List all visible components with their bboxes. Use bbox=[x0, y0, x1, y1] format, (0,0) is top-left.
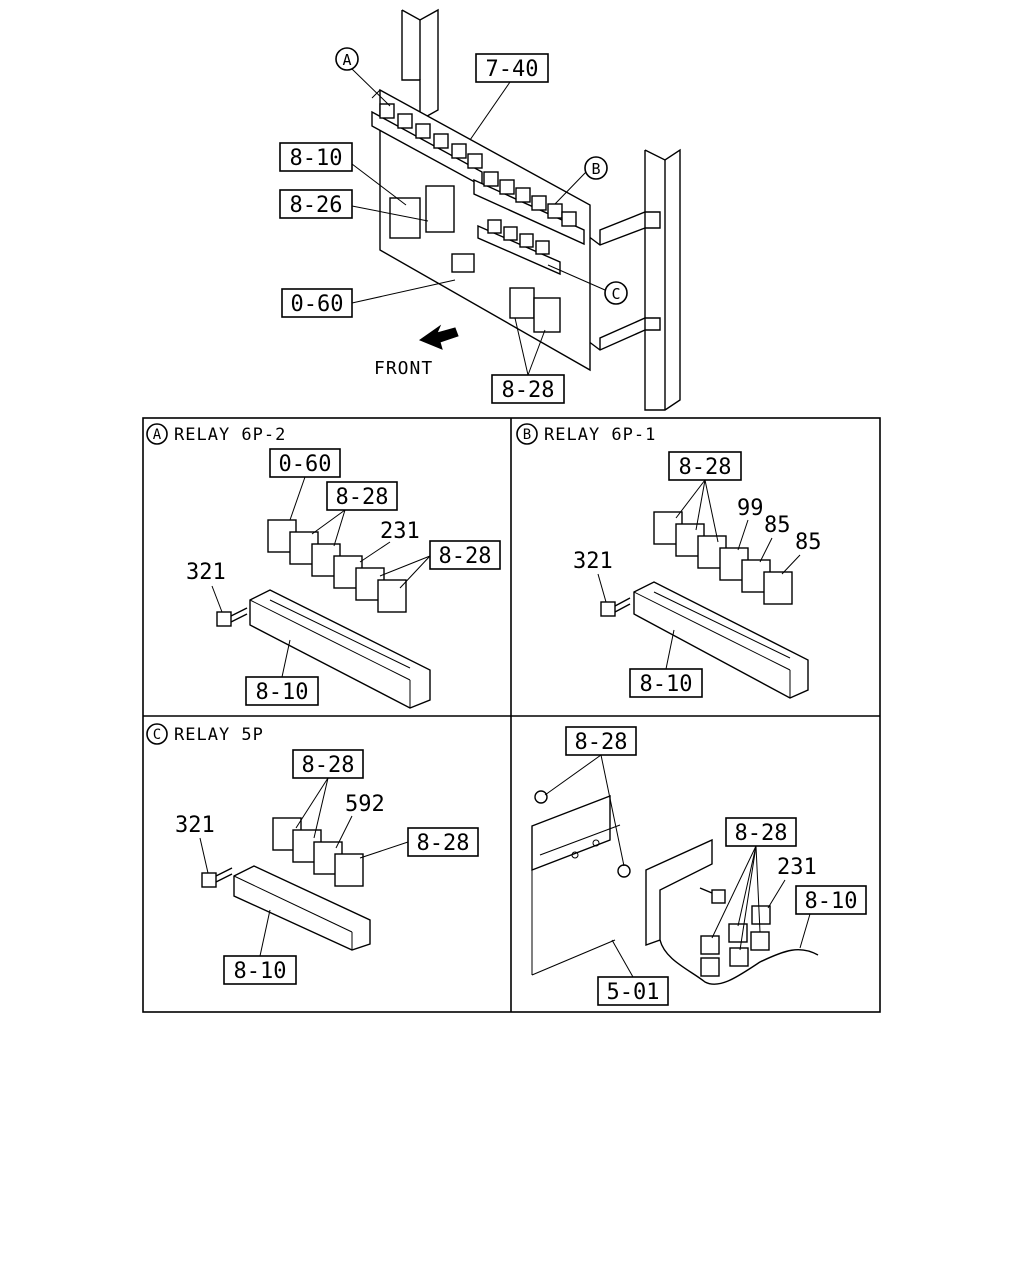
overview-relay-pair bbox=[509, 287, 535, 319]
ref-box-8-10 bbox=[279, 142, 353, 172]
panel-a-marker bbox=[146, 423, 168, 445]
panel-a-relays bbox=[267, 519, 407, 613]
panel-c-ref-8-10: 8-10 bbox=[234, 959, 287, 984]
panel-d-ref-box-8-10 bbox=[795, 885, 867, 915]
detail-panel-grid bbox=[142, 417, 881, 1013]
panel-c-title: RELAY 5P bbox=[174, 725, 264, 745]
overview-relay-pair bbox=[533, 297, 561, 333]
panel-d-ref-box-8-28-mid bbox=[725, 817, 797, 847]
panel-d-bracket bbox=[531, 794, 611, 872]
panel-a-num-321: 321 bbox=[186, 560, 226, 585]
callout-c-label: C bbox=[611, 285, 620, 303]
panel-d: 8-28 8-28 231 8-10 5-01 bbox=[531, 726, 867, 1006]
callout-a-label: A bbox=[342, 51, 351, 69]
panel-b-relays bbox=[653, 511, 793, 605]
panel-b-ref-8-28: 8-28 bbox=[679, 455, 732, 480]
panel-d-nut-icon bbox=[617, 864, 631, 878]
panel-b-num-85b: 85 bbox=[795, 530, 822, 555]
panel-d-ref-5-01: 5-01 bbox=[607, 980, 660, 1005]
overview-drawing: FRONT A B C 7-40 8-10 8-26 0-60 8-28 bbox=[279, 8, 681, 411]
panel-c-ref-8-28-top: 8-28 bbox=[302, 753, 355, 778]
panel-a-title: RELAY 6P-2 bbox=[174, 425, 286, 445]
panel-b-tray bbox=[633, 581, 809, 699]
overview-strip-b bbox=[473, 171, 585, 246]
panel-d-mount-plate bbox=[645, 838, 713, 946]
ref-label-7-40: 7-40 bbox=[486, 57, 539, 82]
panel-c-num-321: 321 bbox=[175, 813, 215, 838]
ref-label-8-10: 8-10 bbox=[290, 146, 343, 171]
panel-a-ref-box-0-60 bbox=[269, 448, 341, 478]
panel-c-relays bbox=[272, 817, 364, 887]
ref-box-8-26 bbox=[279, 189, 353, 219]
panel-c-ref-8-28-right: 8-28 bbox=[417, 831, 470, 856]
panel-b-title: RELAY 6P-1 bbox=[544, 425, 656, 445]
ref-box-7-40 bbox=[475, 53, 549, 83]
panel-a-num-231: 231 bbox=[380, 519, 420, 544]
callout-b-label: B bbox=[591, 160, 600, 178]
panel-a-ref-8-28-right: 8-28 bbox=[439, 544, 492, 569]
panel-a-ref-box-8-28-right bbox=[429, 540, 501, 570]
panel-d-relays bbox=[700, 905, 771, 977]
panel-b-marker bbox=[516, 423, 538, 445]
panel-c-marker bbox=[146, 723, 168, 745]
panel-c-marker-label: C bbox=[153, 727, 161, 743]
panel-d-bolt-icon bbox=[699, 887, 726, 904]
panel-b-marker-label: B bbox=[523, 427, 531, 443]
panel-a-bolt-icon bbox=[216, 607, 248, 627]
panel-c-num-592: 592 bbox=[345, 792, 385, 817]
panel-a-ref-0-60: 0-60 bbox=[279, 452, 332, 477]
panel-c: C RELAY 5P 8-28 592 8-28 321 8-10 bbox=[146, 723, 479, 985]
panel-d-ref-box-8-28-top bbox=[565, 726, 637, 756]
callout-c-marker bbox=[604, 281, 628, 305]
panel-b-ref-box-8-10 bbox=[629, 668, 703, 698]
callout-a-marker bbox=[335, 47, 359, 71]
ref-label-8-28: 8-28 bbox=[502, 378, 555, 403]
panel-b-num-99: 99 bbox=[737, 496, 764, 521]
panel-a-ref-8-10: 8-10 bbox=[256, 680, 309, 705]
overview-relay-block bbox=[425, 185, 455, 233]
panel-d-ref-8-28-top: 8-28 bbox=[575, 730, 628, 755]
panel-b-ref-box-8-28 bbox=[668, 451, 742, 481]
panel-d-ref-8-10: 8-10 bbox=[805, 889, 858, 914]
panel-c-bolt-icon bbox=[201, 867, 233, 888]
callout-b-marker bbox=[584, 156, 608, 180]
panel-a: A RELAY 6P-2 0-60 8-28 231 bbox=[146, 423, 501, 709]
ref-label-8-26: 8-26 bbox=[290, 193, 343, 218]
overview-small-relay bbox=[451, 253, 475, 273]
panel-b-num-85a: 85 bbox=[764, 513, 791, 538]
panel-b-ref-8-10: 8-10 bbox=[640, 672, 693, 697]
panel-a-marker-label: A bbox=[153, 427, 162, 443]
panel-d-num-231: 231 bbox=[777, 855, 817, 880]
panel-a-ref-box-8-28-top bbox=[326, 481, 398, 511]
panel-d-nut-icon bbox=[534, 790, 548, 804]
panel-b-num-321: 321 bbox=[573, 549, 613, 574]
panel-b-bolt-icon bbox=[600, 597, 631, 617]
panel-d-ref-8-28-mid: 8-28 bbox=[735, 821, 788, 846]
panel-a-tray bbox=[249, 589, 431, 709]
panel-b: B RELAY 6P-1 8-28 99 85 85 321 bbox=[516, 423, 822, 699]
overview-strip-c bbox=[477, 219, 561, 276]
panel-d-harness bbox=[659, 939, 819, 985]
ref-label-0-60: 0-60 bbox=[291, 292, 344, 317]
front-arrow-icon bbox=[418, 324, 459, 350]
panel-a-ref-8-28-top: 8-28 bbox=[336, 485, 389, 510]
ref-box-8-28 bbox=[491, 374, 565, 404]
front-label: FRONT bbox=[374, 358, 433, 379]
